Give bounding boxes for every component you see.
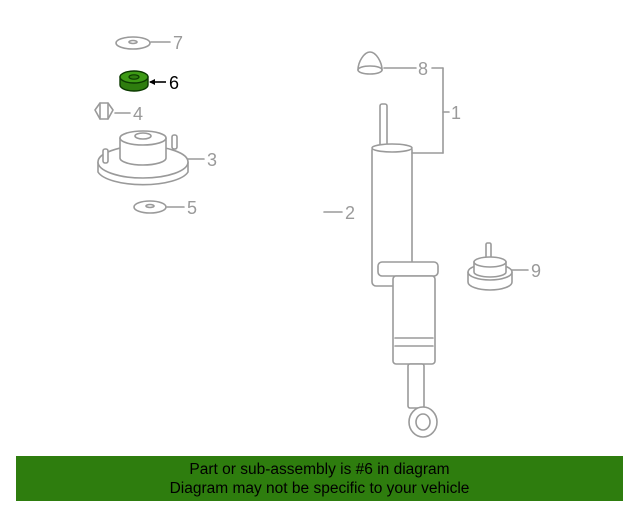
arrowhead-6 xyxy=(149,79,155,85)
callout-7[interactable]: 7 xyxy=(173,33,183,53)
part-2-coil-spring[interactable] xyxy=(237,122,328,313)
callout-5[interactable]: 5 xyxy=(187,198,197,218)
part-8-bump-stop[interactable] xyxy=(357,51,383,75)
part-1-shock-absorber[interactable] xyxy=(371,103,439,438)
part-9-lower-mount[interactable] xyxy=(467,242,513,291)
banner-line-1: Part or sub-assembly is #6 in diagram xyxy=(189,461,450,478)
callout-2[interactable]: 2 xyxy=(345,203,355,223)
callout-1[interactable]: 1 xyxy=(451,103,461,123)
parts-diagram: 7 6 4 3 5 2 xyxy=(94,33,541,438)
part-5-washer[interactable] xyxy=(133,200,167,214)
callout-4[interactable]: 4 xyxy=(133,104,143,124)
callout-6[interactable]: 6 xyxy=(169,73,179,93)
part-4-nut[interactable] xyxy=(94,102,114,120)
banner-line-2: Diagram may not be specific to your vehi… xyxy=(169,480,470,497)
callout-9[interactable]: 9 xyxy=(531,261,541,281)
callout-8[interactable]: 8 xyxy=(418,59,428,79)
callout-3[interactable]: 3 xyxy=(207,150,217,170)
part-7-washer[interactable] xyxy=(115,36,151,50)
part-6-cushion[interactable] xyxy=(119,70,149,92)
info-banner: Part or sub-assembly is #6 in diagram Di… xyxy=(16,456,623,501)
part-3-upper-support[interactable] xyxy=(97,130,189,186)
